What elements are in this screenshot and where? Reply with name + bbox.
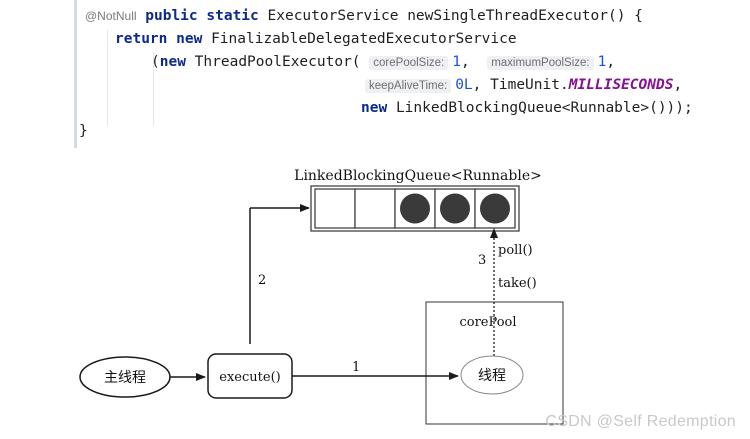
queue-label: LinkedBlockingQueue<Runnable> [294,168,542,184]
queue-frame [310,185,520,232]
queued-task [400,193,430,224]
code-line-5: new LinkedBlockingQueue<Runnable>())); [361,100,693,116]
code-line-4: keepAliveTime:0L, TimeUnit.MILLISECONDS, [365,75,682,95]
thread-pool-diagram: LinkedBlockingQueue<Runnable> 2 3 poll()… [79,168,564,425]
code-panel: @NotNull public static ExecutorService n… [74,0,733,148]
code-line-1: @NotNull public static ExecutorService n… [85,8,643,24]
annotation: @NotNull [85,9,137,23]
code-line-2: return new FinalizableDelegatedExecutorS… [115,31,517,47]
queued-task [440,193,470,224]
worker-thread-label: 线程 [478,368,506,384]
watermark: CSDN @Self Redemption [545,413,736,430]
step-3-label: 3 [478,253,486,268]
core-pool-label: corePool [459,315,516,330]
indent-guide [153,52,154,126]
execute-label: execute() [219,370,280,385]
param-hint-core-pool-size: corePoolSize: [369,56,449,70]
worker-thread-node [460,355,524,395]
take-label: take() [498,276,537,291]
main-thread-label: 主线程 [104,370,146,386]
code-line-6: } [79,123,88,139]
step-1-label: 1 [352,360,360,375]
queue-slot [314,188,356,229]
indent-guide [107,30,108,126]
queue-slot [354,188,396,229]
poll-label: poll() [498,243,533,258]
core-pool-box [425,301,564,425]
step-2-label: 2 [258,273,266,288]
code-line-3: (new ThreadPoolExecutor( corePoolSize:1,… [151,54,616,70]
param-hint-maximum-pool-size: maximumPoolSize: [487,56,594,70]
queued-task [480,193,510,224]
param-hint-keep-alive-time: keepAliveTime: [365,79,452,93]
linked-blocking-queue [310,185,520,232]
